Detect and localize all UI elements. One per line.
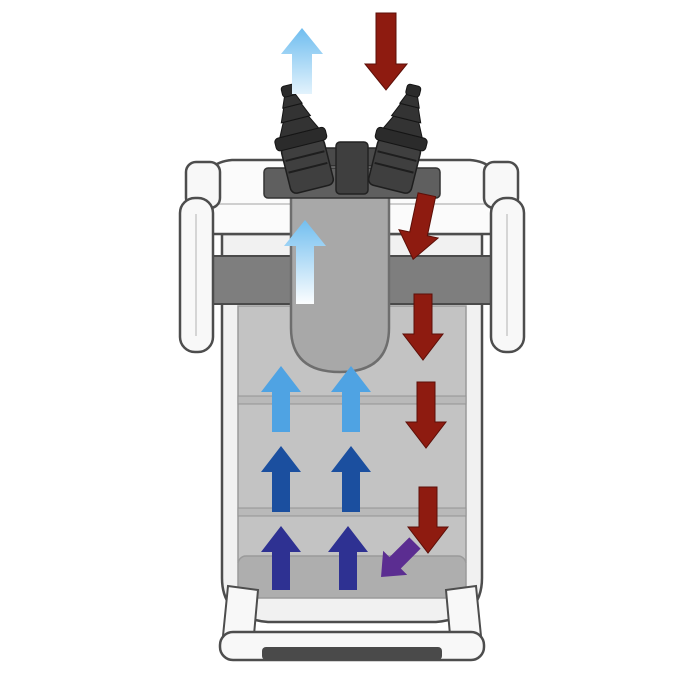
- inflow-arrow-1: [398, 192, 440, 261]
- valve-ring: [288, 161, 328, 174]
- valve-ring: [285, 150, 325, 162]
- riser-upflow-arrow: [284, 220, 326, 304]
- upflow-stage2-right-arrow: [331, 446, 371, 512]
- valve-ring: [374, 161, 414, 174]
- inflow-arrow-4: [406, 486, 450, 554]
- inflow-arrow-3: [404, 381, 448, 449]
- upflow-stage1-right-arrow: [328, 526, 368, 590]
- bottom-turn-arrow: [381, 537, 421, 577]
- hose-valve-right: [367, 83, 428, 194]
- upflow-stage3-left-arrow: [261, 366, 301, 432]
- upflow-stage3-right-arrow: [331, 366, 371, 432]
- hose-valve-left: [274, 83, 335, 194]
- valve-ring: [377, 150, 417, 162]
- inflow-arrow-2: [401, 293, 445, 361]
- inflow-arrow-top: [363, 12, 409, 91]
- upflow-stage1-left-arrow: [261, 526, 301, 590]
- upflow-stage2-left-arrow: [261, 446, 301, 512]
- outflow-arrow-top: [281, 28, 323, 94]
- stand-base-strip: [262, 647, 442, 660]
- barb-tip-right: [405, 83, 422, 98]
- manifold-center-block: [335, 141, 369, 195]
